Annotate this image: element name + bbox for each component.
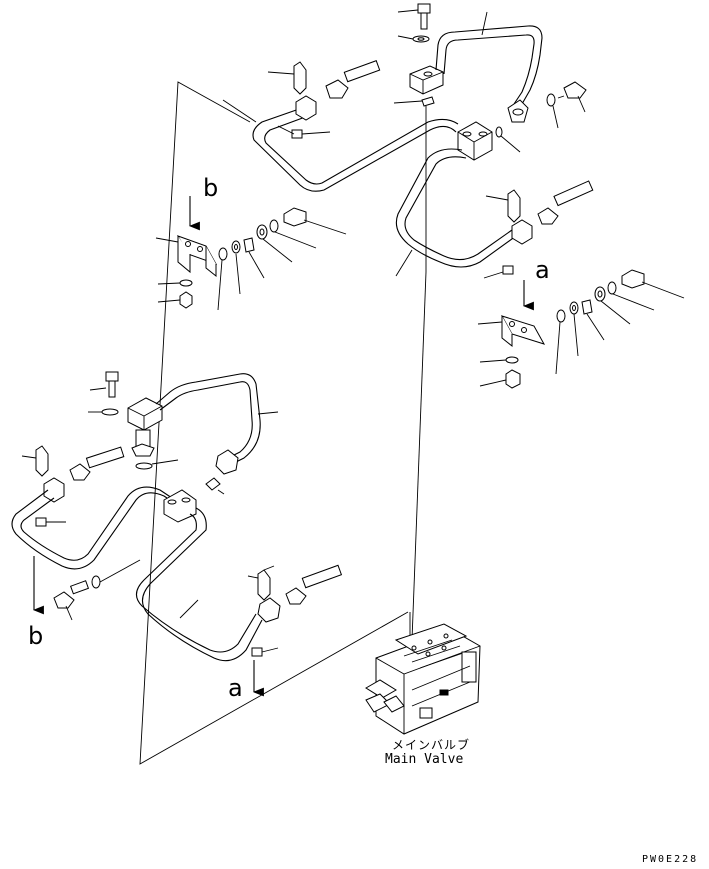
callout-letter-b-upper: b: [203, 174, 219, 202]
upper-right-bolt: [557, 81, 587, 113]
upper-right-fitting: [507, 99, 529, 123]
upper-left-bracket-nut: [157, 291, 193, 309]
lower-top-washer: [88, 408, 119, 416]
upper-right-loop-bolt: [537, 180, 594, 225]
upper-left-clamp: [267, 61, 307, 95]
upper-right-hardware-stack: [555, 269, 685, 375]
upper-right-loop-clamp: [485, 189, 521, 223]
callout-letter-a-upper: a: [535, 256, 550, 284]
lower-bottom-small-block: [251, 647, 279, 657]
upper-left-long-bolt: [325, 60, 381, 99]
upper-flange-block: [409, 65, 444, 95]
main-valve-label-english: Main Valve: [385, 752, 464, 767]
upper-right-bracket: [477, 315, 546, 348]
upper-right-small-block: [483, 265, 514, 279]
upper-left-small-block: [277, 125, 331, 139]
lower-bottom-clamp: [247, 565, 275, 601]
upper-center-oring: [393, 96, 435, 107]
upper-right-oring: [546, 93, 559, 129]
upper-left-bracket-washer: [157, 279, 193, 287]
upper-top-washer: [397, 35, 430, 43]
center-vertical-line-to-valve: [411, 271, 427, 641]
upper-left-hardware-stack: [217, 207, 347, 311]
lower-left-oring: [91, 559, 141, 589]
upper-right-loop-pipe: [395, 148, 517, 277]
upper-assembly: [139, 3, 685, 765]
lower-left-bolt: [53, 580, 90, 621]
main-valve: [365, 623, 481, 735]
lower-top-bolt: [89, 371, 119, 398]
lower-top-pipe: [155, 373, 279, 465]
lower-left-small-block: [35, 517, 66, 527]
upper-group-leader-lines: [139, 81, 409, 765]
lower-flange-block: [127, 397, 163, 457]
lower-top-fitting: [215, 449, 239, 475]
figure-code: PW0E228: [642, 854, 699, 865]
lower-left-long-bolt: [69, 446, 125, 481]
upper-right-loop-fitting: [511, 219, 533, 245]
lower-cross-block: [163, 489, 197, 523]
main-valve-label-japanese: メインバルブ: [392, 738, 471, 752]
upper-cross-block: [457, 121, 521, 161]
lower-assembly: [11, 371, 411, 697]
upper-right-bracket-washer: [479, 356, 519, 364]
upper-left-fitting: [295, 95, 317, 121]
lower-left-fitting: [43, 477, 65, 503]
lower-bottom-fitting: [257, 597, 281, 623]
upper-left-pipe: [222, 99, 459, 192]
lower-bottom-long-bolt: [285, 564, 343, 605]
lower-center-oring: [135, 459, 179, 470]
upper-right-bracket-nut: [479, 369, 521, 389]
callout-letter-a-lower: a: [228, 674, 243, 702]
callout-letter-b-lower: b: [28, 622, 44, 650]
lower-left-clamp: [21, 445, 49, 477]
lower-bottom-pipe: [135, 507, 263, 662]
lower-oring-right: [205, 477, 225, 495]
upper-top-bolt: [397, 3, 431, 30]
lower-left-pipe: [11, 486, 177, 570]
upper-right-pipe: [435, 11, 543, 105]
upper-left-bracket: [155, 235, 218, 278]
